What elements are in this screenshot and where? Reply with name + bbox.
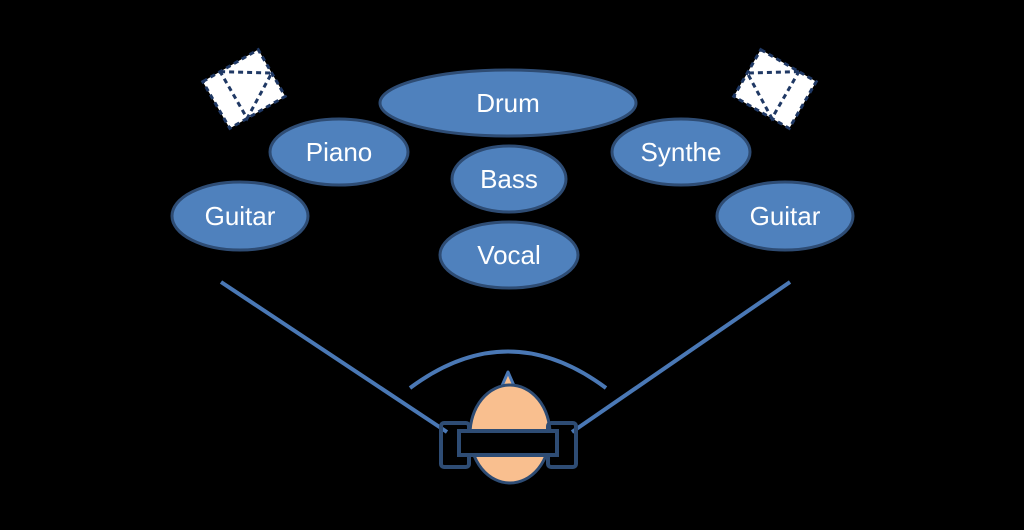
instrument-guitar-right: Guitar — [715, 180, 855, 252]
instrument-bass: Bass — [450, 144, 568, 214]
instrument-synthe: Synthe — [610, 117, 752, 187]
instrument-drum: Drum — [378, 68, 638, 138]
listener-headphones-icon — [439, 370, 578, 485]
stage-line-left — [219, 280, 449, 434]
instrument-label: Vocal — [477, 240, 541, 270]
instrument-label: Piano — [306, 137, 373, 167]
instrument-label: Guitar — [750, 201, 821, 231]
instrument-label: Drum — [476, 88, 540, 118]
instrument-piano: Piano — [268, 117, 410, 187]
instrument-label: Guitar — [205, 201, 276, 231]
instrument-label: Synthe — [641, 137, 722, 167]
speaker-left-icon — [200, 47, 288, 131]
listening-arc — [408, 349, 608, 390]
instrument-label: Bass — [480, 164, 538, 194]
instrument-vocal: Vocal — [438, 220, 580, 290]
instrument-guitar-left: Guitar — [170, 180, 310, 252]
speaker-right-icon — [731, 47, 819, 131]
stage-line-right — [570, 280, 792, 434]
